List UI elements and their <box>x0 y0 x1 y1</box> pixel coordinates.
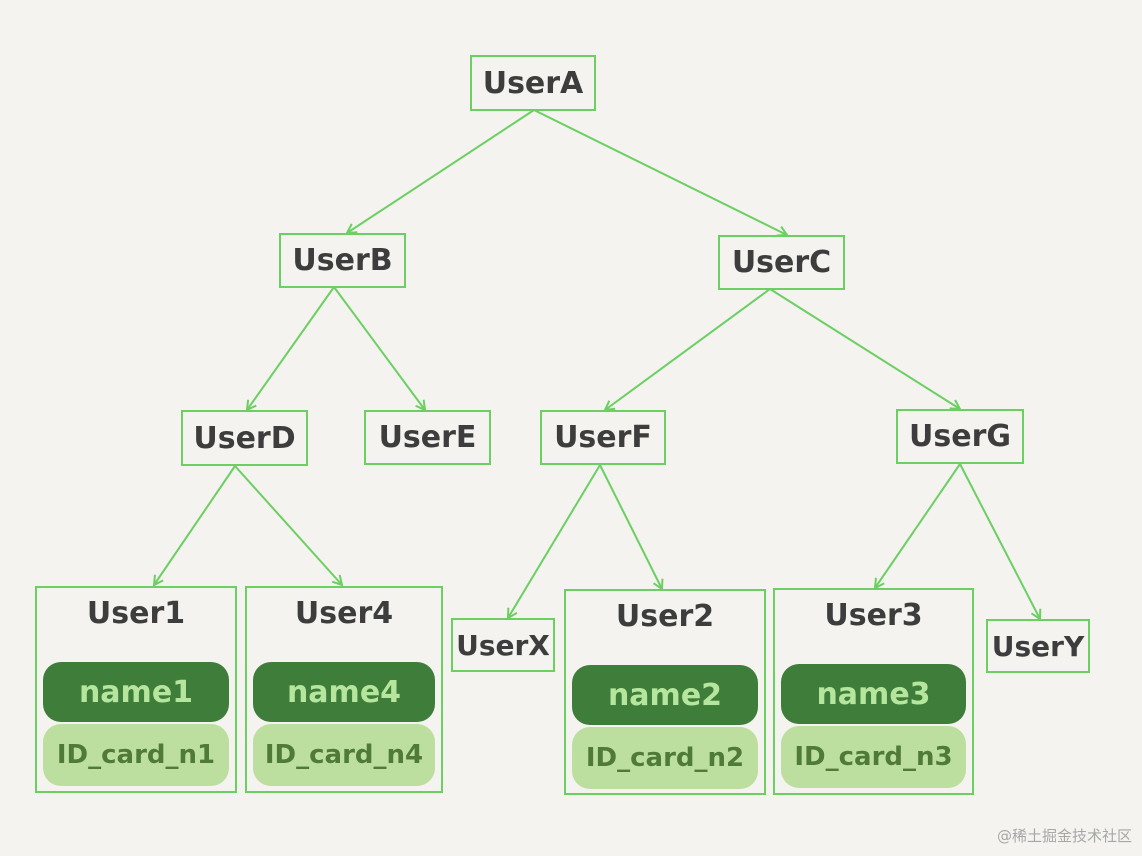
leaf-user-1: User1 name1 ID_card_n1 <box>35 586 237 793</box>
edge-a-b <box>347 109 535 233</box>
node-user-c: UserC <box>718 235 845 290</box>
name-field: name1 <box>43 662 229 722</box>
id-card-field: ID_card_n1 <box>43 724 229 786</box>
node-user-g: UserG <box>896 409 1024 464</box>
edge-c-g <box>769 288 960 409</box>
id-card-field: ID_card_n3 <box>781 726 966 788</box>
name-field: name2 <box>572 665 758 725</box>
edge-g-3 <box>875 463 961 588</box>
leaf-user-2: User2 name2 ID_card_n2 <box>564 589 766 795</box>
node-user-b: UserB <box>279 233 406 288</box>
name-field: name3 <box>781 664 966 724</box>
edge-f-2 <box>599 464 662 589</box>
name-field: name4 <box>253 662 435 722</box>
edge-g-y <box>959 463 1040 619</box>
leaf-title: User1 <box>86 596 186 631</box>
leaf-title: User3 <box>824 598 923 633</box>
node-user-d: UserD <box>181 410 308 466</box>
edge-a-c <box>533 109 787 235</box>
edge-f-x <box>508 464 601 618</box>
edge-b-d <box>247 286 335 410</box>
edge-d-4 <box>234 465 342 585</box>
leaf-user-3: User3 name3 ID_card_n3 <box>773 588 974 795</box>
leaf-title: User4 <box>294 596 394 631</box>
edge-c-f <box>605 288 771 410</box>
leaf-title: User2 <box>615 599 715 634</box>
id-card-field: ID_card_n4 <box>253 724 435 786</box>
node-user-y: UserY <box>986 619 1090 673</box>
watermark: @稀土掘金技术社区 <box>996 827 1132 845</box>
leaf-user-4: User4 name4 ID_card_n4 <box>245 586 443 793</box>
edge-b-e <box>333 286 425 410</box>
id-card-field: ID_card_n2 <box>572 727 758 789</box>
node-user-e: UserE <box>364 410 491 465</box>
edge-d-1 <box>154 465 236 585</box>
node-user-x: UserX <box>451 618 555 672</box>
node-user-a: UserA <box>470 55 596 111</box>
node-user-f: UserF <box>540 410 666 465</box>
